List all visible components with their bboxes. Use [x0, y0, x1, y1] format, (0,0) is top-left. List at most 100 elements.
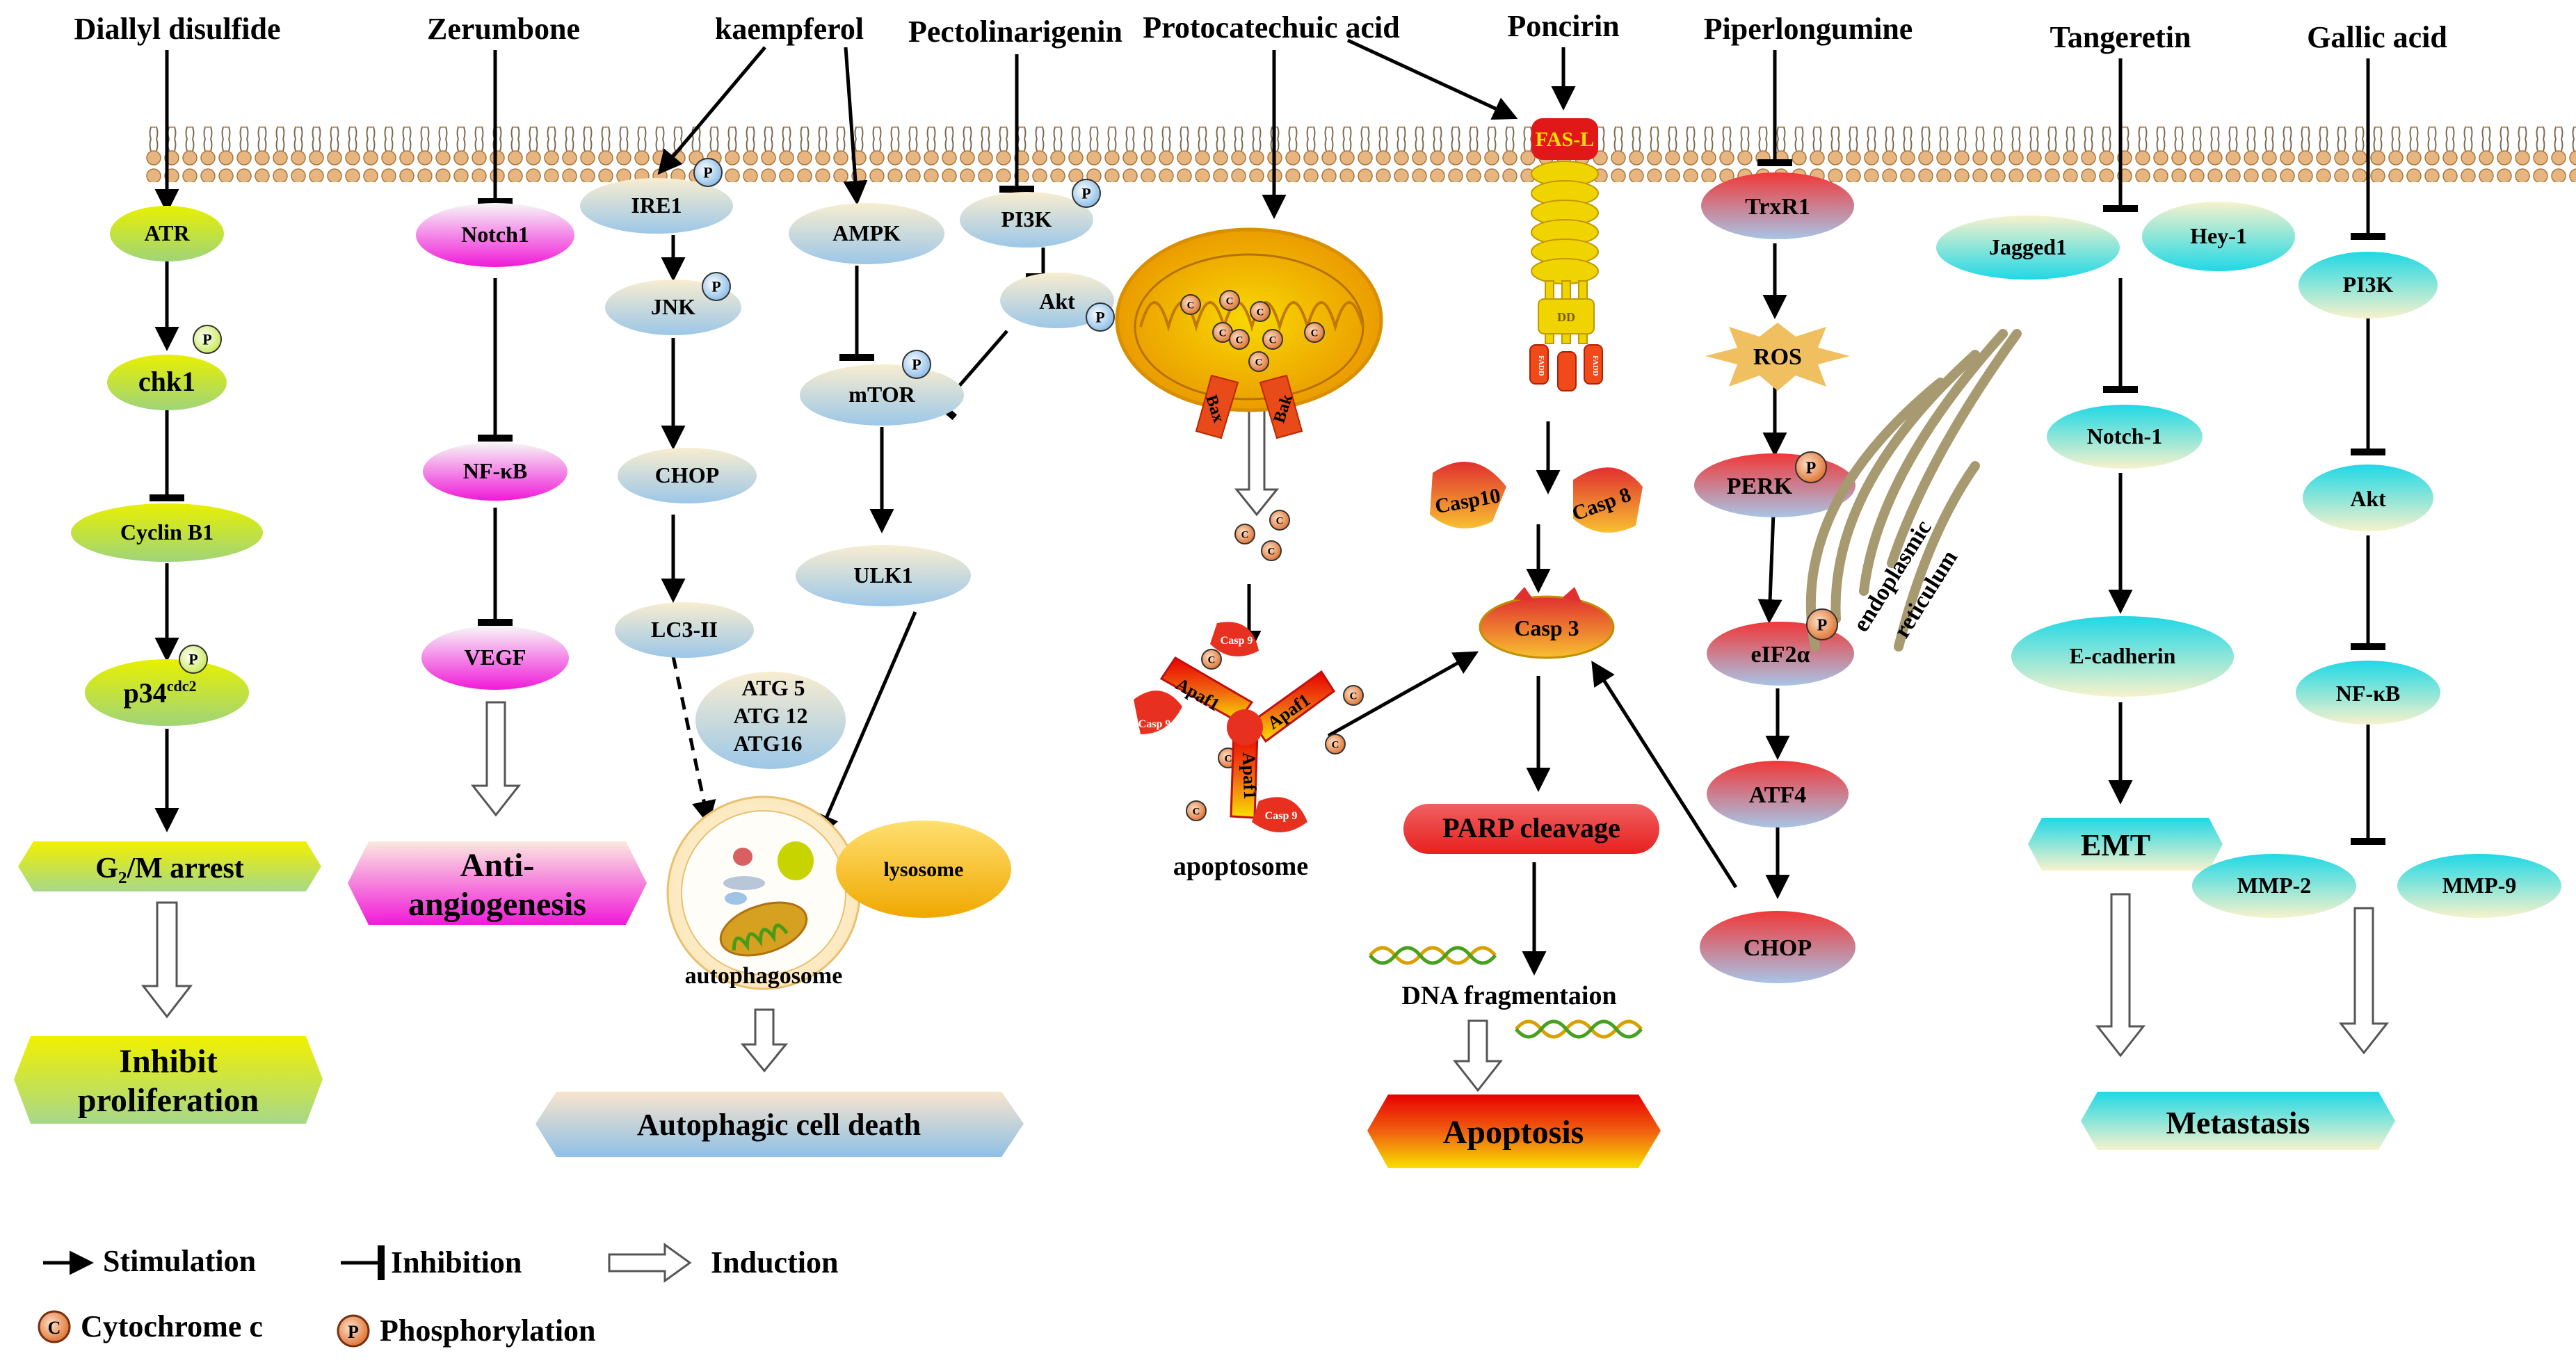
compound-protocatechuic-acid: Protocatechuic acid [1143, 10, 1399, 45]
label-vegf: VEGF [465, 645, 526, 670]
node-atg [695, 672, 846, 769]
induction-arrow [470, 701, 522, 817]
svg-text:C: C [1226, 296, 1234, 307]
node-ampk [789, 203, 944, 264]
label-akt-g: Akt [2350, 486, 2386, 511]
node-vegf [421, 626, 569, 690]
label-notch1: Notch1 [461, 222, 529, 247]
label-pi3k-g: PI3K [2343, 272, 2394, 297]
legend: Stimulation Inhibition Induction C Cytoc… [38, 1243, 838, 1348]
mitochondrion [1115, 227, 1383, 412]
autophagic-cell-death-banner: Autophagic cell death [536, 1092, 1024, 1157]
label-inhibit: Inhibit [119, 1043, 217, 1080]
node-pi3k-p [960, 192, 1093, 248]
label-cyclin-b1: Cyclin B1 [120, 519, 214, 544]
label-chk1: chk1 [138, 366, 195, 397]
label-angiogenesis: angiogenesis [408, 886, 586, 923]
cytochrome-c-icon [38, 1310, 71, 1343]
label-casp3: Casp 3 [1514, 615, 1579, 640]
svg-text:P: P [711, 278, 721, 296]
phosphorylation-badge: P [1086, 302, 1115, 332]
label-trxr1: TrxR1 [1745, 194, 1810, 220]
phosphorylation-badge: P [702, 272, 731, 301]
node-notch1-t [2047, 405, 2203, 469]
cell-membrane [146, 127, 2576, 182]
label-notch1-t: Notch-1 [2087, 423, 2162, 449]
label-eif2a: eIF2α [1750, 642, 1810, 668]
label-autophagosome: autophagosome [685, 963, 843, 989]
label-apoptosis: Apoptosis [1443, 1114, 1584, 1151]
edge [1346, 38, 1518, 120]
g2m-arrest-banner: G₂/M arrest [18, 841, 321, 891]
edge [843, 47, 868, 205]
node-lysosome [836, 821, 1011, 918]
node-trxr1 [1701, 172, 1854, 239]
label-metastasis: Metastasis [2166, 1105, 2310, 1140]
cytochrome-c-icon: C [1219, 290, 1240, 311]
legend-induction: Induction [711, 1245, 838, 1279]
node-nfkb-z [423, 442, 567, 501]
phosphorylation-badge: P [693, 158, 723, 187]
compound-piperlongumine: Piperlongumine [1704, 12, 1913, 46]
cytochrome-c-icon: C [1186, 800, 1207, 821]
svg-text:P: P [912, 356, 921, 373]
compound-poncirin: Poncirin [1507, 9, 1619, 43]
node-akt-g [2303, 465, 2433, 531]
label-proliferation: proliferation [78, 1082, 259, 1119]
svg-text:P: P [1081, 185, 1090, 202]
inhibit-proliferation-banner: Inhibit proliferation [14, 1036, 323, 1124]
compound-kaempferol: kaempferol [715, 12, 864, 46]
phosphorylation-badge: P [179, 645, 208, 674]
label-perk: PERK [1727, 474, 1793, 499]
svg-text:C: C [1208, 654, 1216, 665]
cytochrome-c-icon: C [1180, 294, 1201, 315]
legend-inhibition: Inhibition [391, 1245, 522, 1279]
edge [1591, 661, 1738, 889]
svg-text:C: C [1219, 328, 1227, 339]
label-ros: ROS [1753, 344, 1802, 370]
cytochrome-c-icon: C [1261, 540, 1282, 561]
node-hey1 [2142, 202, 2295, 271]
induction-arrow [1452, 1019, 1504, 1092]
phosphorylation-badge: P [902, 350, 931, 379]
label-fadd: FADD [1591, 355, 1600, 376]
label-anti: Anti- [460, 847, 535, 884]
node-chop-p [1700, 911, 1855, 983]
svg-text:P: P [1095, 309, 1104, 326]
label-mmp2: MMP-2 [2237, 873, 2312, 898]
dna-icon [1369, 946, 1497, 965]
node-cyclin-b1 [71, 503, 263, 562]
emt-banner: EMT [2028, 818, 2223, 871]
cytochrome-c-icon: C [1201, 649, 1222, 670]
node-ulk1 [796, 545, 971, 606]
node-akt-p [1000, 273, 1114, 328]
node-ire1 [580, 178, 733, 234]
node-pi3k-g [2299, 252, 2438, 318]
phosphorylation-icon [337, 1314, 370, 1348]
induction-arrow [140, 901, 193, 1019]
node-mmp2 [2192, 854, 2356, 918]
node-lc3 [615, 602, 754, 658]
node-ecad [2011, 616, 2234, 697]
label-ulk1: ULK1 [853, 563, 912, 588]
node-chop-k [618, 448, 757, 503]
svg-text:C: C [1187, 300, 1195, 311]
node-ros [1705, 323, 1850, 391]
label-mtor: mTOR [848, 382, 915, 407]
bax-bak: Bax Bak [1195, 374, 1303, 439]
label-ire1: IRE1 [631, 193, 682, 218]
svg-text:C: C [1332, 739, 1339, 750]
cytochrome-c-icon: C [1304, 322, 1325, 343]
label-jnk: JNK [651, 294, 695, 319]
label-emt: EMT [2081, 828, 2150, 862]
apoptosome: Apaf1 Apaf1 Apaf1 Casp 9 Casp 9 Casp 9 [1134, 622, 1336, 832]
svg-text:C: C [1193, 806, 1200, 817]
svg-text:P: P [1817, 616, 1828, 634]
anti-angiogenesis-banner: Anti- angiogenesis [348, 841, 647, 925]
svg-text:P: P [202, 331, 211, 348]
cytochrome-c-icon: C [1269, 510, 1290, 531]
label-p34: p34cdc2 [123, 677, 196, 709]
label-fadd: FADD [1537, 355, 1545, 376]
